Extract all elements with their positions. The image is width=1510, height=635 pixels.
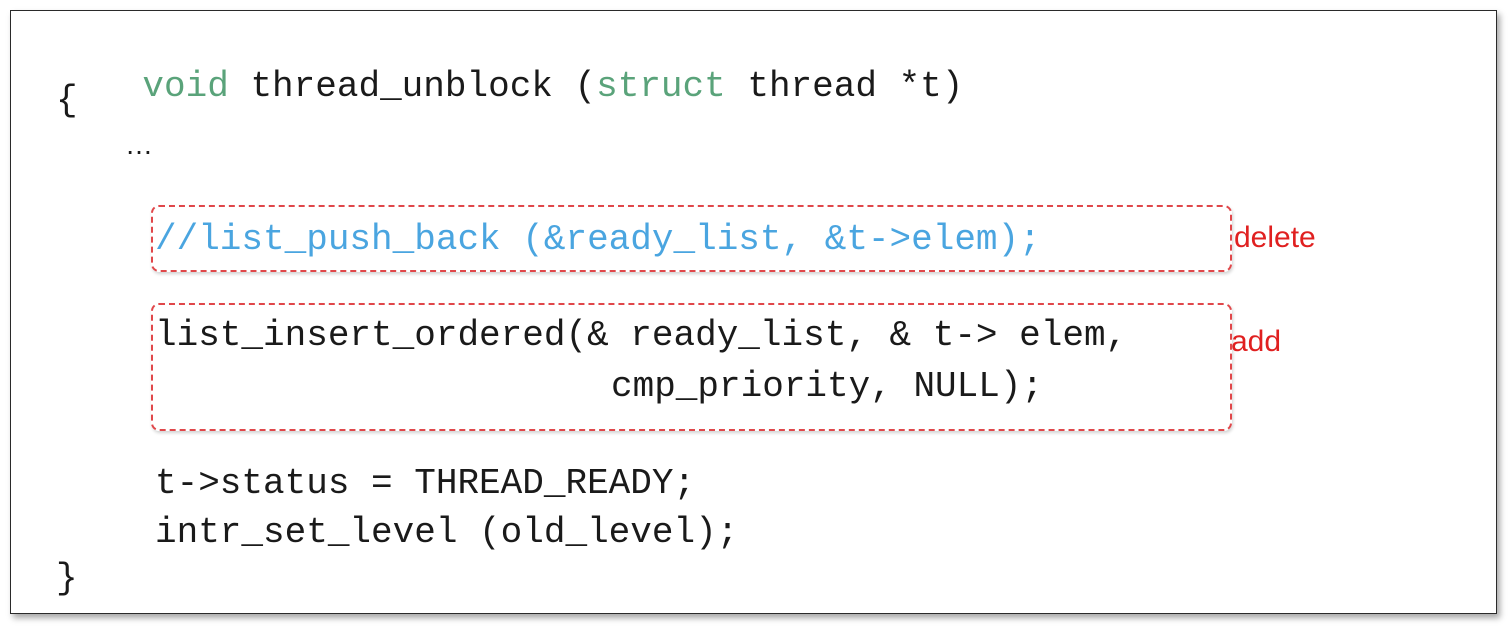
deleted-code-line: //list_push_back (&ready_list, &t->elem)… — [155, 219, 1041, 260]
ellipsis-placeholder: … — [125, 129, 153, 160]
return-type-keyword: void — [142, 66, 229, 107]
add-highlight-box — [151, 303, 1232, 431]
delete-label: delete — [1234, 221, 1316, 254]
close-brace: } — [56, 558, 78, 599]
set-level-line: intr_set_level (old_level); — [155, 512, 739, 553]
status-assignment-line: t->status = THREAD_READY; — [155, 463, 696, 504]
added-code-line-1: list_insert_ordered(& ready_list, & t-> … — [155, 315, 1128, 356]
added-code-line-2: cmp_priority, NULL); — [611, 366, 1044, 407]
function-signature: void thread_unblock (struct thread *t) — [56, 27, 963, 147]
param-rest: thread *t) — [725, 66, 964, 107]
code-frame: void thread_unblock (struct thread *t) {… — [10, 10, 1497, 614]
delete-highlight-box — [151, 205, 1232, 272]
param-type-keyword: struct — [596, 66, 726, 107]
add-label: add — [1231, 325, 1282, 358]
function-name: thread_unblock ( — [228, 66, 597, 107]
open-brace: { — [56, 80, 78, 121]
